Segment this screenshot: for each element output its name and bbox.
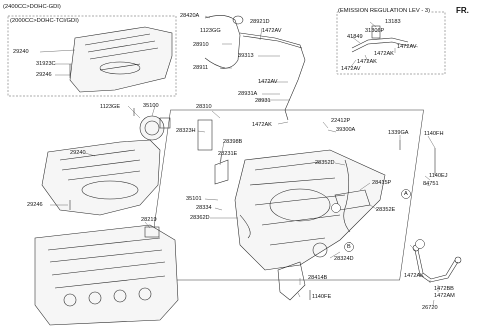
intake-manifold-group-box — [146, 109, 424, 281]
part-label-1472ak-3: 1472AK — [357, 59, 377, 65]
part-label-28414b: 28414B — [308, 275, 328, 281]
part-label-28362d: 28362D — [190, 215, 210, 221]
part-label-28219: 28219 — [141, 217, 157, 223]
engine-variant-header: (2400CC>DOHC-GDI) — [3, 4, 61, 10]
part-label-1472ak-4: 1472AK — [404, 273, 424, 279]
part-label-28931: 28931 — [255, 98, 271, 104]
part-label-31923c: 31923C — [36, 61, 56, 67]
part-label-1123ge: 1123GE — [100, 104, 121, 110]
cylinder-head — [34, 224, 179, 326]
part-label-28911: 28911 — [193, 65, 209, 71]
part-label-1472av-3: 1472AV — [397, 44, 417, 50]
part-label-84751: 84751 — [423, 181, 439, 187]
part-label-35101: 35101 — [186, 196, 202, 202]
part-label-1472ak-2: 1472AK — [374, 51, 394, 57]
reference-label-b: B — [347, 244, 351, 250]
part-label-1472am: 1472AM — [434, 293, 455, 299]
emission-regulation-header: (EMISSION REGULATION LEV - 3) — [338, 8, 431, 15]
engine-cover-upper — [69, 26, 173, 93]
front-direction-marker: FR. — [456, 6, 469, 15]
part-label-28334: 28334 — [196, 205, 212, 211]
part-label-29246-top: 29246 — [36, 72, 52, 78]
part-label-39313: 39313 — [238, 53, 254, 59]
part-label-1472av-4: 1472AV — [341, 66, 361, 72]
gasket-28219 — [144, 226, 160, 238]
part-label-1140fh: 1140FH — [424, 131, 444, 137]
part-label-28323h: 28323H — [176, 128, 196, 134]
part-label-28231e: 28231E — [218, 151, 238, 157]
part-label-1140fe: 1140FE — [312, 294, 332, 300]
sensor-28323h — [197, 119, 213, 151]
part-label-29240-top: 29240 — [13, 49, 29, 55]
part-label-28398b: 28398B — [223, 139, 243, 145]
part-label-28310: 28310 — [196, 104, 212, 110]
part-label-1472ak-1: 1472AK — [252, 122, 272, 128]
engine-cover-lower — [41, 139, 161, 216]
reference-circle-a — [401, 189, 411, 199]
part-label-1472av-2: 1472AV — [258, 79, 278, 85]
part-label-39300a: 39300A — [336, 127, 356, 133]
part-label-22412p: 22412P — [331, 118, 351, 124]
part-label-31306p: 31306P — [365, 28, 385, 34]
part-label-1472bb: 1472BB — [434, 286, 454, 292]
part-label-35100: 35100 — [143, 103, 159, 109]
part-label-28921d: 28921D — [250, 19, 270, 25]
part-label-28352e: 28352E — [376, 207, 396, 213]
cover-variant-box — [7, 15, 177, 97]
part-label-29246-mid: 29246 — [27, 202, 43, 208]
reference-label-a: A — [404, 191, 408, 197]
part-label-29240-mid: 29240 — [70, 150, 86, 156]
part-label-1472av-1: 1472AV — [262, 28, 282, 34]
part-label-28910: 28910 — [193, 42, 209, 48]
emission-hose — [351, 37, 409, 49]
part-label-13183: 13183 — [385, 19, 401, 25]
part-label-28931a: 28931A — [238, 91, 258, 97]
part-label-41849: 41849 — [347, 34, 363, 40]
part-label-28415p: 28415P — [372, 180, 392, 186]
intake-manifold — [234, 149, 386, 271]
bracket-28414b — [277, 261, 306, 301]
part-label-1123gg: 1123GG — [200, 28, 221, 34]
part-label-1339ga: 1339GA — [388, 130, 409, 136]
part-label-1140ej: 1140EJ — [429, 173, 448, 179]
part-label-28324d: 28324D — [334, 256, 354, 262]
reference-circle-b — [344, 242, 354, 252]
part-label-28352d: 28352D — [315, 160, 335, 166]
part-label-26720: 26720 — [422, 305, 438, 311]
part-label-28420a: 28420A — [180, 13, 200, 19]
cover-variant-header: (2000CC>DOHC-TCI/GDI) — [10, 18, 79, 24]
